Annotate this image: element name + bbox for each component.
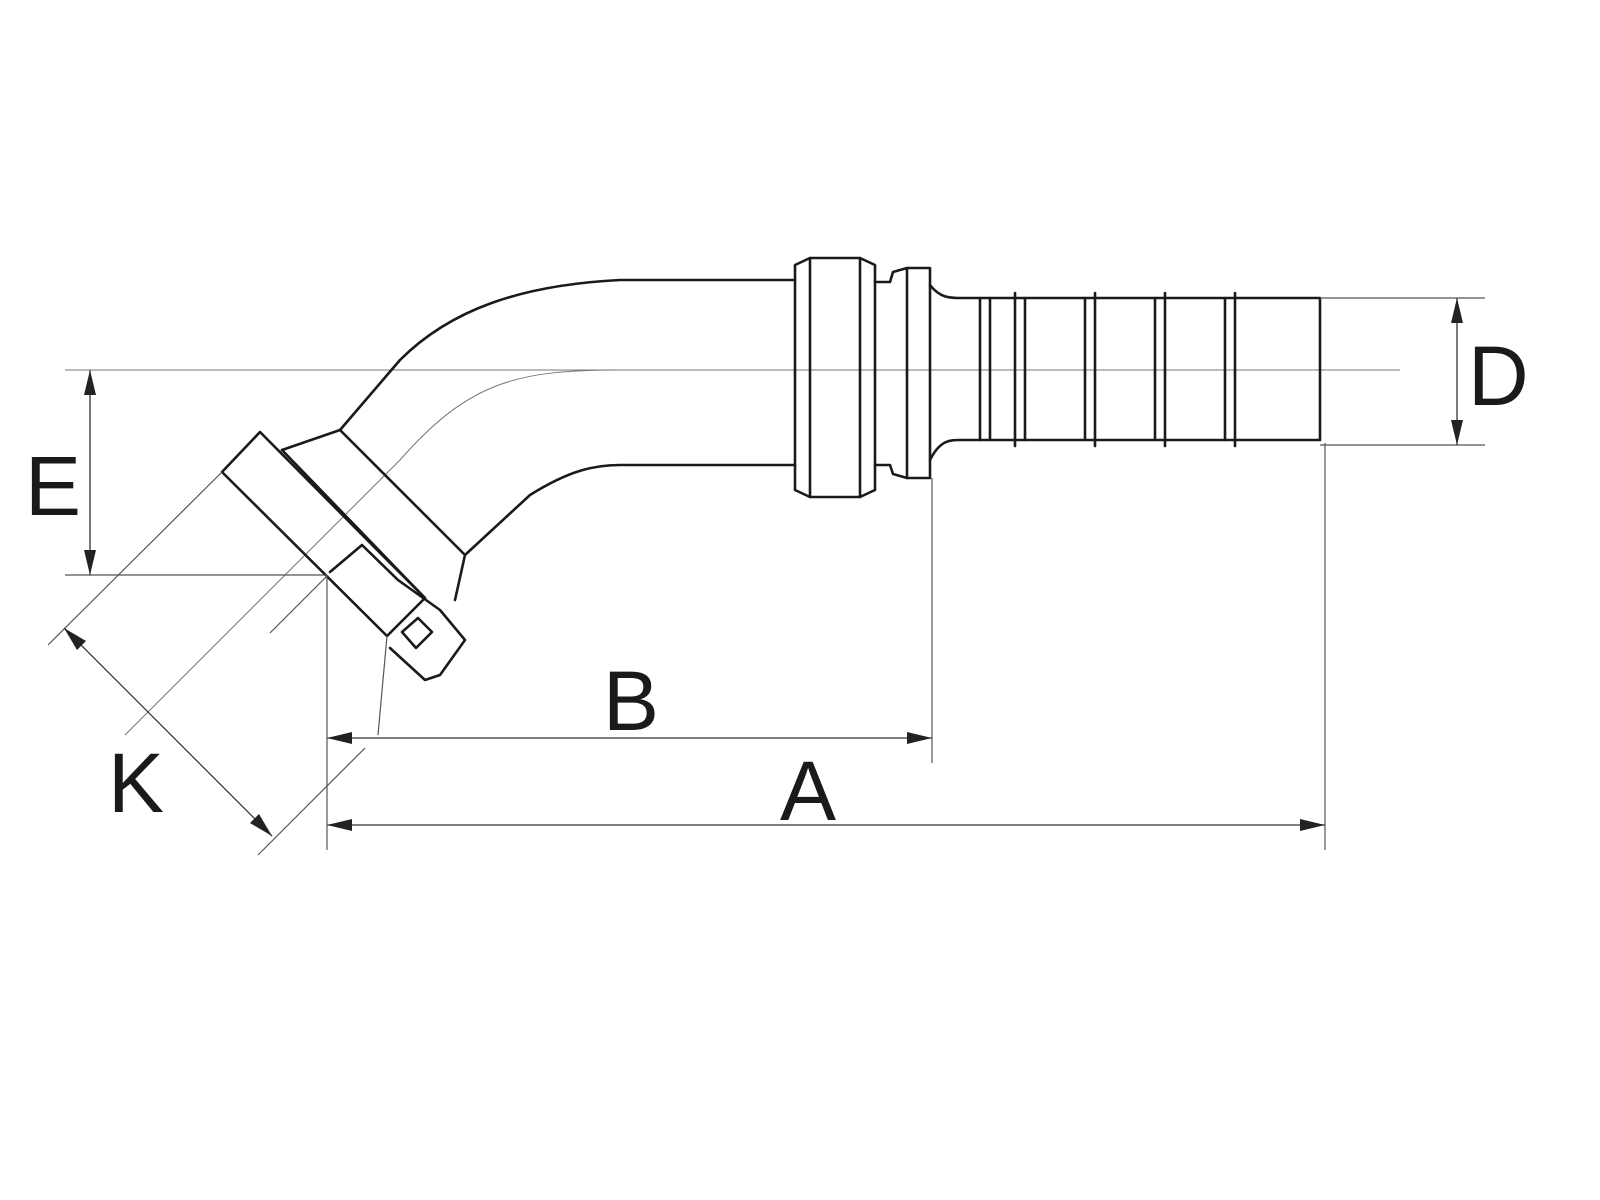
flange-head — [220, 428, 467, 682]
dimension-label-e: E — [25, 439, 81, 533]
dimension-label-b: B — [603, 654, 659, 748]
dimension-b — [327, 478, 933, 763]
dimension-label-d: D — [1468, 329, 1529, 423]
fitting-body — [338, 256, 1322, 557]
dimension-label-k: K — [108, 736, 164, 830]
centerline — [65, 369, 1400, 736]
dimension-e — [65, 370, 327, 576]
dimension-d — [1320, 297, 1485, 446]
dimension-k — [47, 471, 388, 856]
dimension-label-a: A — [780, 744, 836, 838]
dimension-a — [327, 443, 1326, 850]
